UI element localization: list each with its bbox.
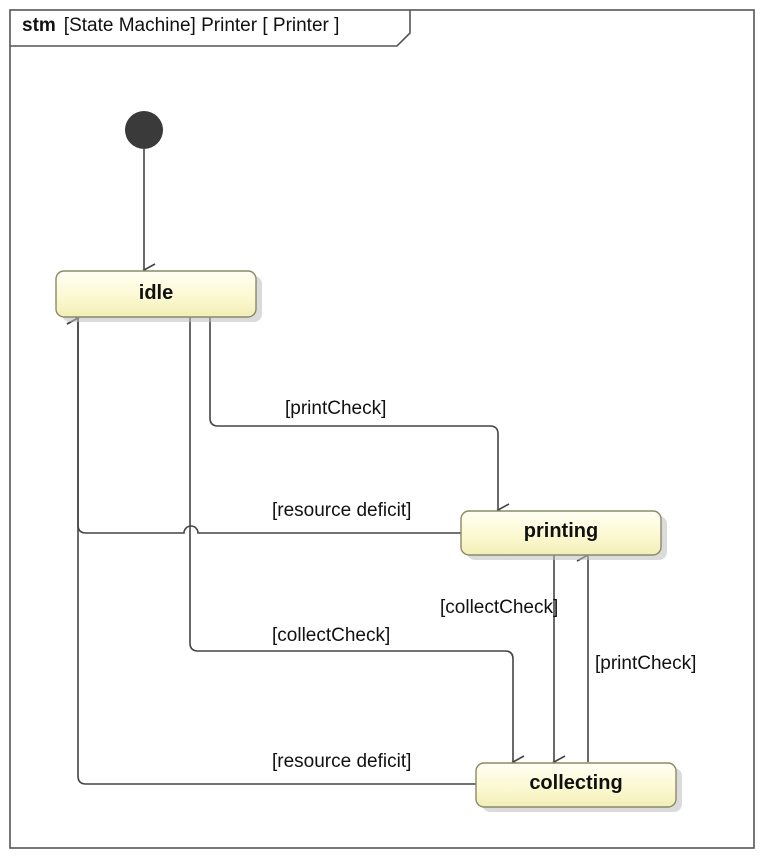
frame-keyword: stm [22, 15, 56, 36]
frame-tab [10, 10, 411, 47]
state-printing[interactable]: printing [460, 510, 667, 560]
guard-collecting-to-idle: [resource deficit] [272, 751, 411, 772]
state-printing-label: printing [524, 520, 598, 542]
guard-printing-to-collecting: [collectCheck] [440, 597, 558, 618]
state-idle[interactable]: idle [55, 270, 262, 322]
guard-printing-to-idle: [resource deficit] [272, 500, 411, 521]
state-collecting[interactable]: collecting [475, 762, 682, 812]
diagram-frame [9, 9, 755, 849]
state-idle-label: idle [139, 282, 173, 304]
frame-header: stm [State Machine] Printer [ Printer ] [22, 15, 339, 37]
guard-idle-to-printing: [printCheck] [285, 398, 386, 419]
guard-collecting-to-printing: [printCheck] [595, 653, 696, 674]
edge-collecting-to-idle[interactable] [66, 311, 476, 785]
initial-node[interactable] [125, 111, 163, 149]
guard-idle-to-collecting: [collectCheck] [272, 625, 390, 646]
edge-idle-to-collecting[interactable] [189, 317, 525, 769]
state-collecting-label: collecting [529, 772, 622, 794]
edge-idle-to-printing[interactable] [209, 317, 510, 517]
frame-title: [State Machine] Printer [ Printer ] [63, 15, 340, 36]
